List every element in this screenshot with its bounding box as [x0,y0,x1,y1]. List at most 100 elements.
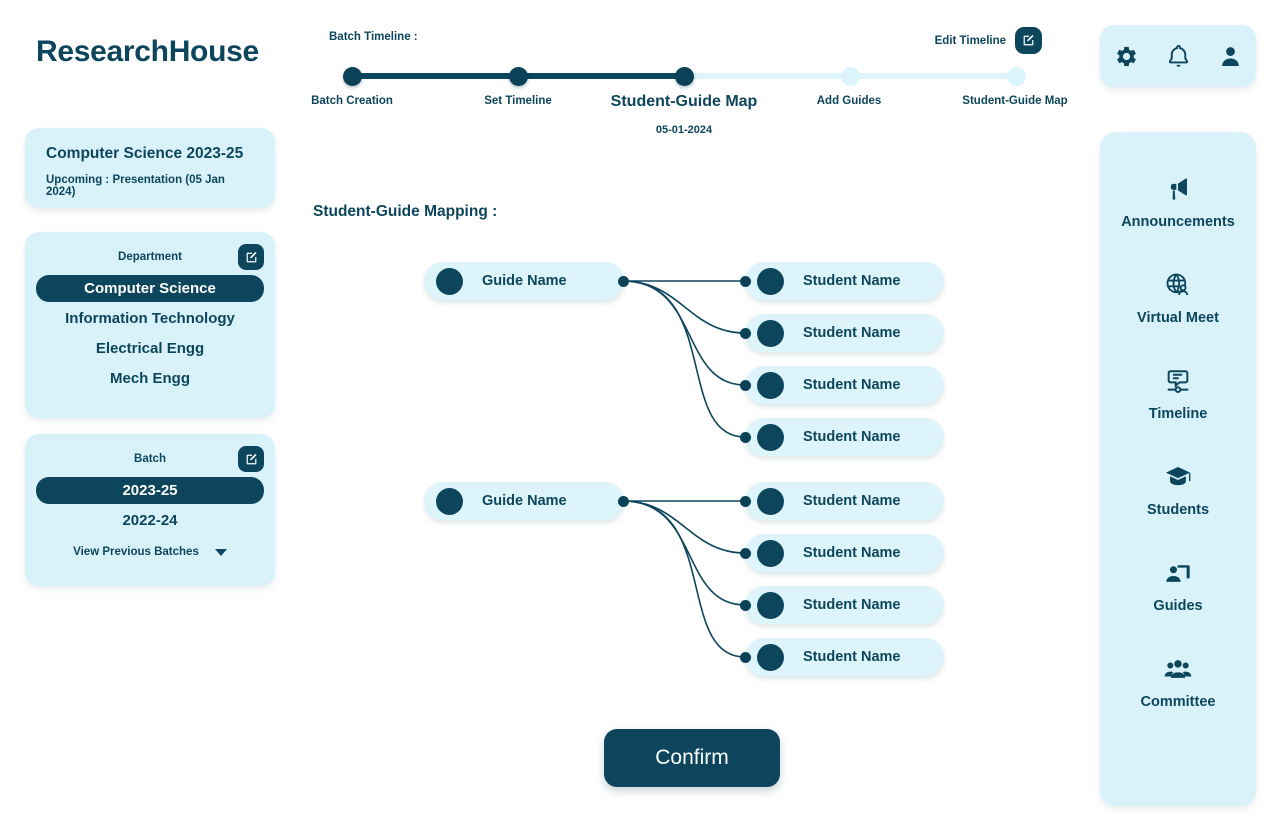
avatar [757,319,784,347]
timeline-node-student-guide-map-active[interactable] [675,67,694,86]
guide-name: Guide Name [482,493,567,509]
department-option-information-technology[interactable]: Information Technology [65,310,235,327]
avatar [757,539,784,567]
connector-dot [740,275,751,287]
student-guide-mapping-title: Student-Guide Mapping : [313,203,498,220]
people-group-icon [1164,659,1192,678]
edit-pencil-icon [246,251,257,262]
bell-icon [1168,44,1188,67]
edit-timeline-icon-button[interactable] [1015,27,1042,54]
nav-label: Virtual Meet [1137,309,1219,326]
student-card[interactable]: Student Name [740,482,944,520]
student-guide-mapping-area: Guide Name Student Name Student Name Stu… [424,262,944,676]
batch-card-header: Batch [25,444,275,474]
student-name: Student Name [803,377,901,393]
timeline-node-batch-creation[interactable] [343,67,362,86]
nav-item-committee[interactable]: Committee [1100,634,1256,730]
connector-dot [740,495,751,507]
avatar [757,591,784,619]
student-name: Student Name [803,545,901,561]
nav-item-announcements[interactable]: Announcements [1100,154,1256,250]
confirm-button[interactable]: Confirm [604,729,780,787]
edit-batch-button[interactable] [238,446,264,472]
department-option-computer-science[interactable]: Computer Science [36,275,264,302]
profile-button[interactable] [1217,43,1244,70]
guide-card[interactable]: Guide Name [424,482,629,520]
student-card[interactable]: Student Name [740,586,944,624]
nav-label: Students [1146,501,1210,518]
batch-info-card[interactable]: Computer Science 2023-25 Upcoming : Pres… [25,128,275,208]
student-name: Student Name [803,429,901,445]
department-label: Department [118,251,182,263]
nav-label: Announcements [1121,213,1235,230]
batch-card: Batch 2023-25 2022-24 View Previous Batc… [25,434,275,586]
timeline-caption-student-guide-map: Student-Guide Map [962,95,1068,107]
connector-dot [740,431,751,443]
timeline-caption-student-guide-map-active: Student-Guide Map [610,93,758,110]
student-name: Student Name [803,649,901,665]
guide-name: Guide Name [482,273,567,289]
student-card[interactable]: Student Name [740,366,944,404]
nav-item-guides[interactable]: Guides [1100,538,1256,634]
nav-item-virtual-meet[interactable]: Virtual Meet [1100,250,1256,346]
notifications-button[interactable] [1165,43,1192,70]
guide-card[interactable]: Guide Name [424,262,629,300]
megaphone-icon [1170,177,1187,200]
batch-timeline-label: Batch Timeline : [329,31,418,43]
chevron-down-icon [214,548,227,556]
student-card[interactable]: Student Name [740,418,944,456]
connector-dot [740,651,751,663]
avatar [757,371,784,399]
nav-item-timeline[interactable]: Timeline [1100,346,1256,442]
student-name: Student Name [803,493,901,509]
nav-label: Guides [1153,597,1203,614]
department-option-mech-engg[interactable]: Mech Engg [109,370,190,387]
avatar [757,643,784,671]
student-card[interactable]: Student Name [740,262,944,300]
batch-option-2023-25[interactable]: 2023-25 [36,477,264,504]
student-name: Student Name [803,597,901,613]
avatar [436,487,463,515]
student-card[interactable]: Student Name [740,314,944,352]
timeline-caption-add-guides: Add Guides [816,95,882,107]
student-card[interactable]: Student Name [740,534,944,572]
avatar [757,267,784,295]
edit-pencil-icon [246,453,257,464]
connector-dot [740,599,751,611]
timeline-node-student-guide-map[interactable] [1007,67,1026,86]
edit-timeline-label: Edit Timeline [934,34,1006,47]
timeline-node-set-timeline[interactable] [509,67,528,86]
department-option-electrical-engg[interactable]: Electrical Engg [95,340,205,357]
timeline-node-add-guides[interactable] [841,67,860,86]
student-name: Student Name [803,273,901,289]
gear-icon [1116,46,1136,66]
timeline-active-date: 05-01-2024 [655,124,713,136]
avatar [757,487,784,515]
batch-info-subtitle: Upcoming : Presentation (05 Jan 2024) [46,174,225,198]
view-previous-batches-button[interactable]: View Previous Batches [25,541,275,563]
view-previous-batches-label: View Previous Batches [73,546,199,558]
top-action-bar [1100,25,1256,87]
settings-button[interactable] [1113,43,1140,70]
batch-label: Batch [134,453,166,465]
student-card[interactable]: Student Name [740,638,944,676]
department-card: Department Computer Science Information … [25,232,275,418]
timeline-caption-set-timeline: Set Timeline [484,95,552,107]
connector-dot [740,379,751,391]
batch-option-2022-24[interactable]: 2022-24 [122,512,178,529]
connector-dot [740,547,751,559]
nav-label: Timeline [1148,405,1208,422]
nav-item-students[interactable]: Students [1100,442,1256,538]
user-icon [1221,46,1239,66]
edit-pencil-icon [1023,35,1034,46]
globe-user-icon [1166,273,1189,295]
app-brand-title: ResearchHouse [36,35,259,68]
student-name: Student Name [803,325,901,341]
graduation-cap-icon [1165,466,1191,485]
avatar [757,423,784,451]
edit-timeline-button[interactable]: Edit Timeline [935,27,1042,54]
presenter-icon [1166,564,1190,582]
edit-department-button[interactable] [238,244,264,270]
avatar [436,267,463,295]
department-card-header: Department [25,242,275,272]
